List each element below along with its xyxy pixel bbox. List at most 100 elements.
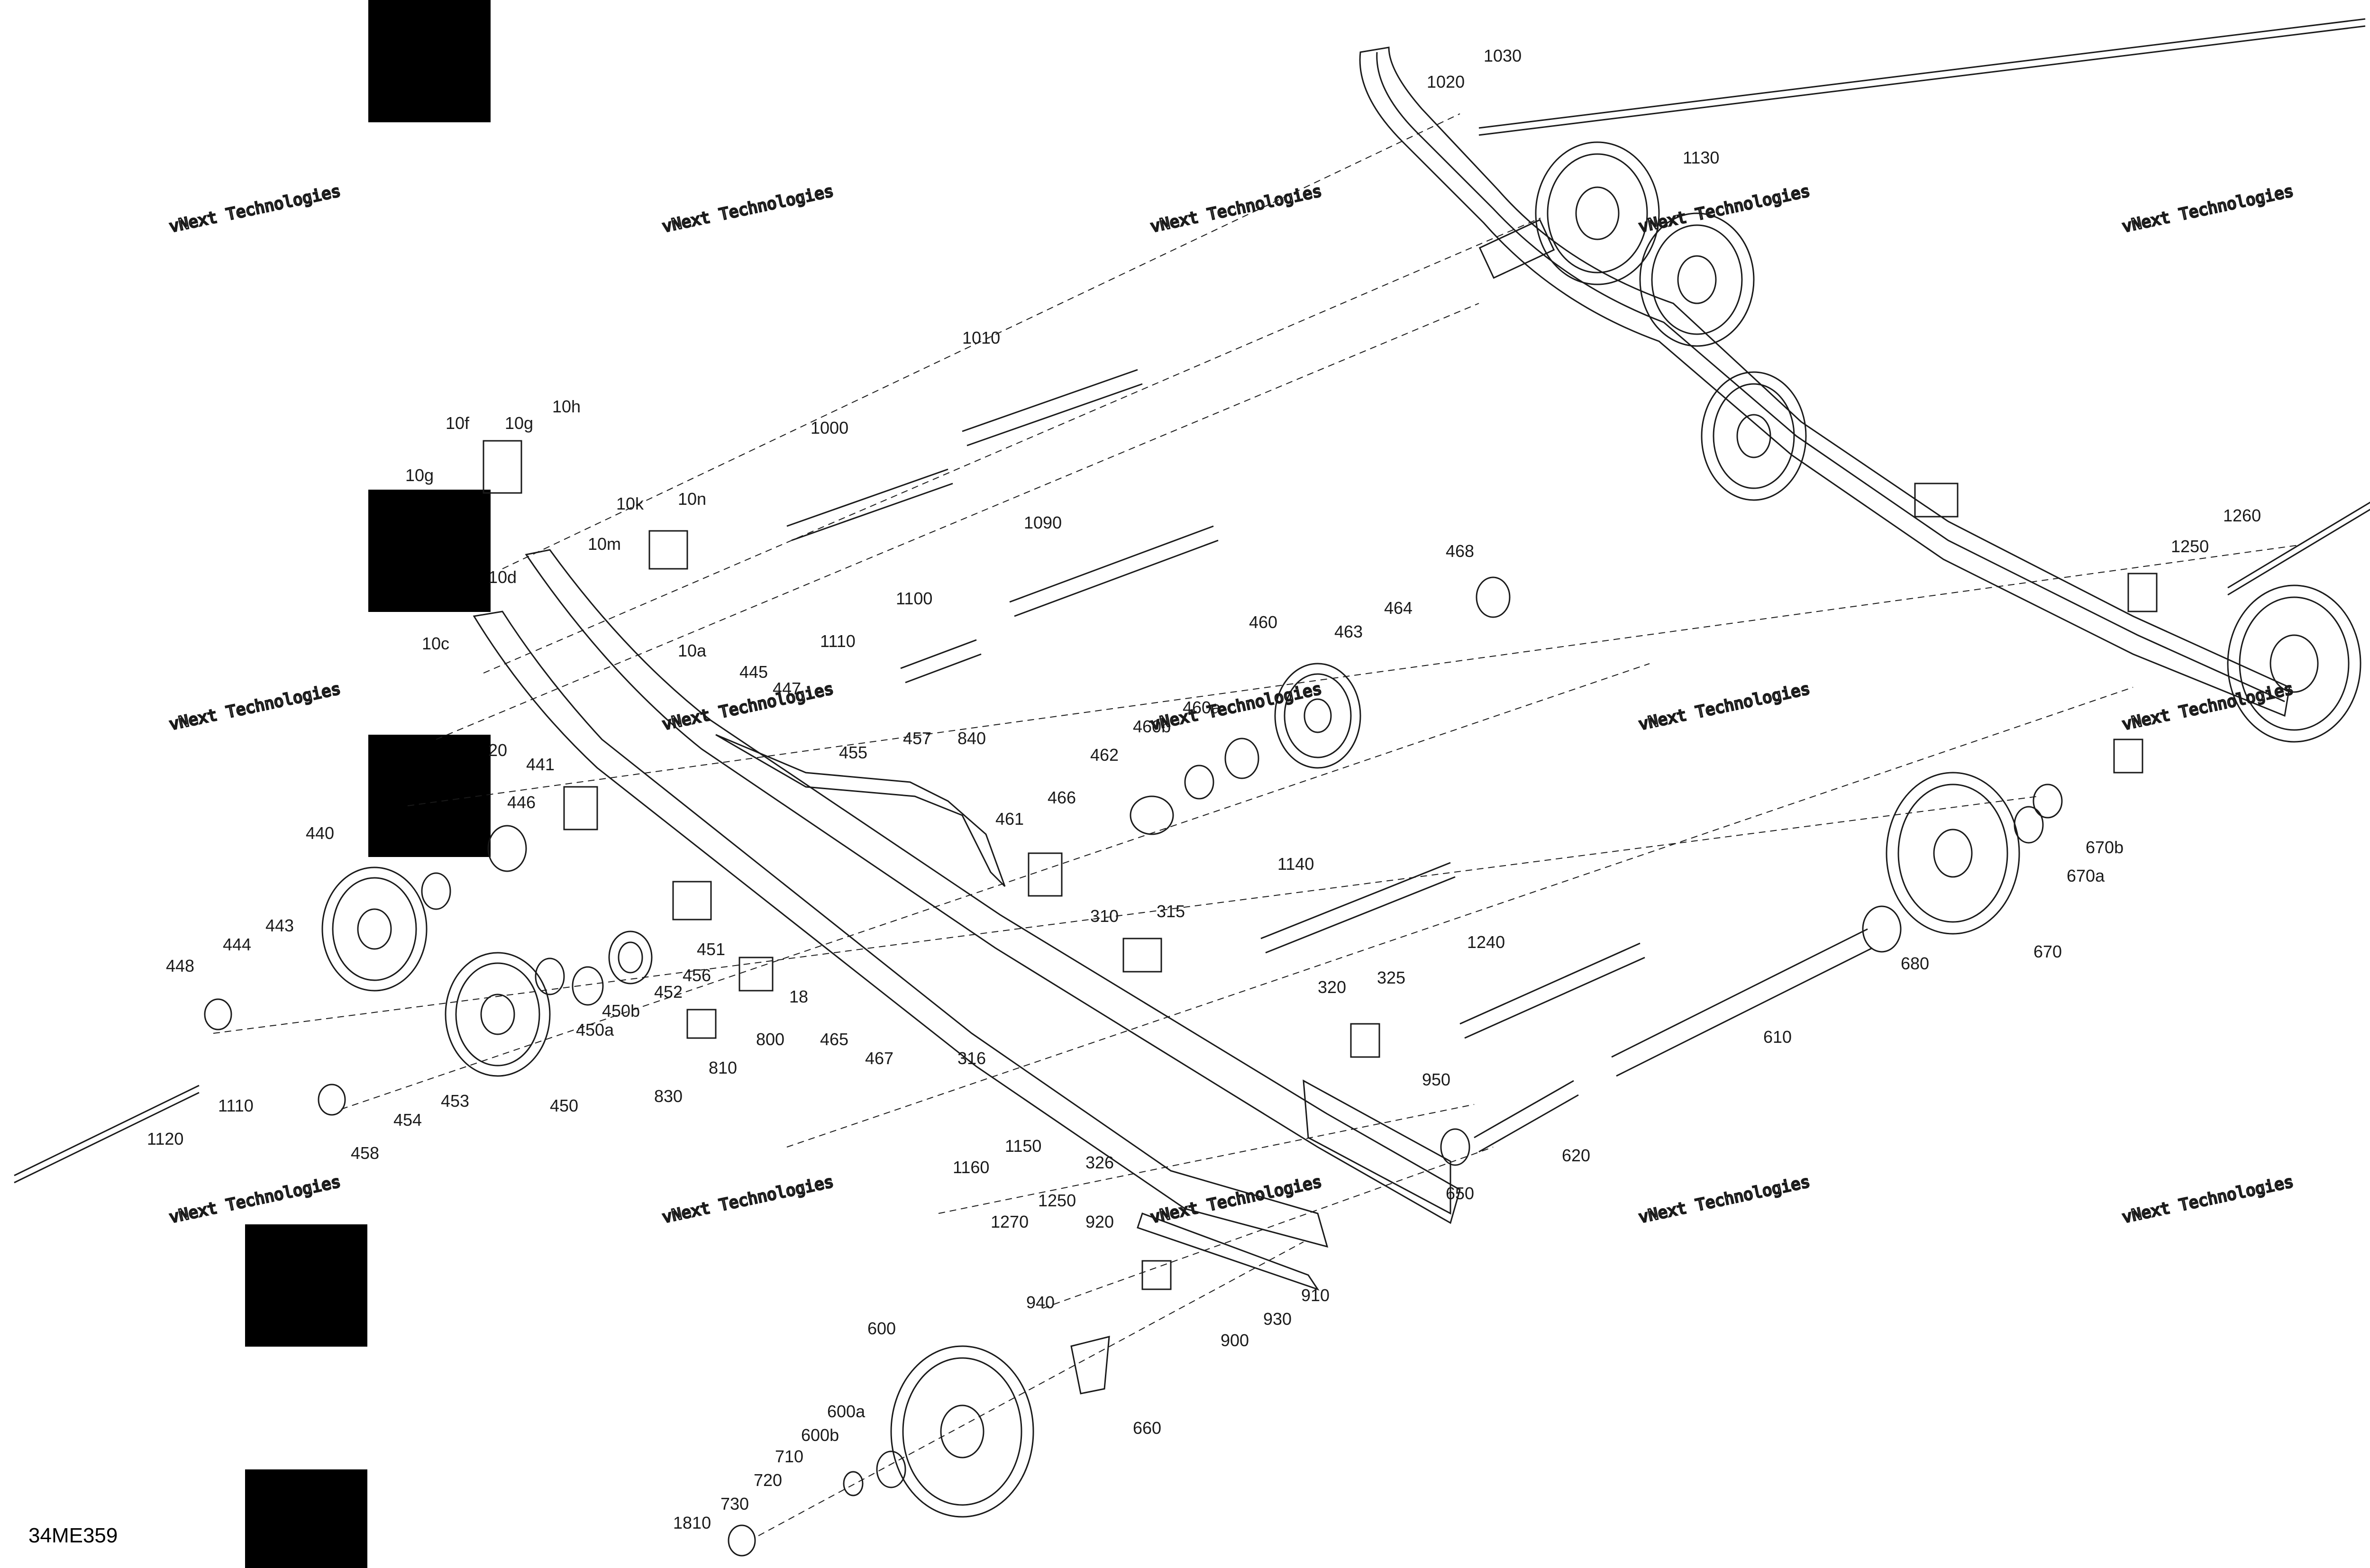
- part-label: 462: [1090, 745, 1119, 765]
- part-label: 456: [683, 966, 711, 985]
- watermark: vNext Technologies: [1637, 1172, 1812, 1227]
- part-label: 18: [789, 987, 808, 1006]
- redaction-block: [368, 490, 491, 612]
- part-label: 467: [865, 1048, 893, 1068]
- part-label: 464: [1384, 598, 1413, 618]
- part-label: 920: [1085, 1212, 1114, 1231]
- part-label: 940: [1026, 1293, 1055, 1312]
- small-parts: [204, 440, 2143, 1557]
- part-label: 10n: [678, 489, 706, 509]
- part-label: 10d: [488, 567, 517, 587]
- part-label: 10a: [678, 641, 707, 660]
- part-label: 670a: [2067, 866, 2105, 885]
- part-label: 1030: [1484, 46, 1522, 65]
- part-label: 1260: [2223, 506, 2261, 525]
- part-label: 1110: [218, 1096, 254, 1115]
- part-label: 670: [2033, 942, 2062, 961]
- part-label: 1270: [991, 1212, 1029, 1231]
- part-label: 10h: [552, 397, 581, 416]
- part-label: 451: [697, 939, 725, 959]
- shafts: [14, 18, 2370, 1184]
- watermark: vNext Technologies: [2121, 1172, 2296, 1227]
- part-label: 465: [820, 1030, 848, 1049]
- part-label: 680: [1901, 954, 1929, 973]
- part-label: 910: [1301, 1285, 1330, 1305]
- watermark: vNext Technologies: [661, 1172, 836, 1227]
- watermark: vNext Technologies: [2121, 182, 2296, 237]
- part-label: 460b: [1133, 717, 1171, 736]
- watermark: vNext Technologies: [168, 182, 343, 237]
- part-label: 463: [1334, 622, 1363, 641]
- part-label: 320: [1318, 977, 1346, 997]
- part-label: 460a: [1183, 698, 1221, 717]
- diagram-reference-code: 34ME359: [28, 1524, 118, 1547]
- part-label: 452: [654, 982, 683, 1002]
- part-label: 458: [351, 1143, 379, 1163]
- part-label: 830: [654, 1086, 683, 1106]
- part-label: 10c: [422, 634, 449, 653]
- part-label: 720: [754, 1470, 782, 1490]
- watermark: vNext Technologies: [1149, 182, 1324, 237]
- part-label: 600b: [801, 1425, 839, 1445]
- part-label: 326: [1085, 1153, 1114, 1172]
- part-label: 461: [995, 809, 1024, 829]
- part-label: 730: [720, 1494, 749, 1513]
- redaction-block: [245, 1224, 367, 1347]
- part-label: 800: [756, 1030, 784, 1049]
- watermark: vNext Technologies: [1637, 679, 1812, 734]
- part-label: 450b: [602, 1001, 640, 1021]
- watermarks: vNext Technologies vNext Technologies vN…: [167, 181, 2296, 1228]
- part-label: 1240: [1467, 932, 1505, 952]
- part-label: 950: [1422, 1070, 1450, 1089]
- part-label: 10g: [405, 465, 434, 485]
- rear-rail-assembly: [1359, 46, 2361, 743]
- redaction-block: [245, 1469, 367, 1568]
- part-label: 445: [739, 662, 768, 682]
- part-label: 1100: [896, 589, 932, 608]
- part-label: 466: [1048, 788, 1076, 807]
- part-label: 1090: [1024, 513, 1062, 532]
- part-label: 447: [773, 679, 801, 698]
- watermark: vNext Technologies: [661, 679, 836, 734]
- part-label: 440: [306, 823, 334, 843]
- part-label: 1020: [1427, 72, 1465, 91]
- part-label: 930: [1263, 1309, 1292, 1329]
- part-labels: 1030 1020 1130 1010 1000 1090 1100 1110 …: [147, 46, 2261, 1532]
- part-label: 1140: [1277, 854, 1314, 874]
- part-label: 315: [1157, 902, 1185, 921]
- watermark: vNext Technologies: [2121, 679, 2296, 734]
- part-label: 446: [507, 793, 536, 812]
- part-label: 710: [775, 1447, 803, 1466]
- watermark: vNext Technologies: [1637, 182, 1812, 237]
- part-label: 454: [393, 1110, 422, 1130]
- part-label: 1150: [1005, 1136, 1041, 1156]
- part-label: 1010: [962, 328, 1000, 347]
- part-label: 1160: [953, 1158, 989, 1177]
- part-label: 620: [1562, 1146, 1590, 1165]
- part-label: 453: [441, 1091, 469, 1111]
- assembly-lines: [213, 113, 2299, 1536]
- part-label: 460: [1249, 612, 1277, 632]
- part-label: 455: [839, 743, 867, 762]
- part-label: 610: [1763, 1027, 1792, 1047]
- part-label: 1000: [811, 418, 848, 438]
- part-label: 310: [1090, 906, 1119, 926]
- part-label: 1130: [1683, 148, 1719, 167]
- part-label: 650: [1446, 1184, 1474, 1203]
- watermark: vNext Technologies: [661, 182, 836, 237]
- part-label: 1110: [820, 631, 856, 651]
- part-label: 1250: [1038, 1191, 1076, 1210]
- part-label: 444: [223, 935, 251, 954]
- part-label: 316: [957, 1048, 986, 1068]
- part-label: 600: [867, 1319, 896, 1338]
- part-label: 810: [709, 1058, 737, 1077]
- part-label: 1810: [673, 1513, 711, 1532]
- part-label: 443: [265, 916, 294, 935]
- part-label: 660: [1133, 1418, 1161, 1438]
- part-label: 448: [166, 956, 194, 975]
- drawing-lines: vNext Technologies vNext Technologies vN…: [14, 18, 2370, 1557]
- part-label: 1120: [147, 1129, 183, 1149]
- part-label: 840: [957, 729, 986, 748]
- wheels: [321, 663, 2020, 1518]
